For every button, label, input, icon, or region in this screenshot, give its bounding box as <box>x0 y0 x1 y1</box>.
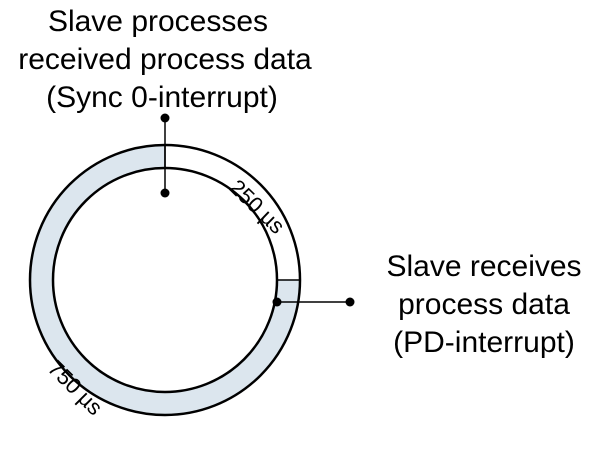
dot-sync-inner <box>160 188 170 198</box>
pd-label-line-3: (PD-interrupt) <box>393 326 575 359</box>
ring-segment-250us <box>165 145 300 280</box>
dot-pd-outer <box>345 297 355 307</box>
sync-label-line-2: received process data <box>18 43 312 76</box>
sync-label-line-1: Slave processes <box>48 5 268 38</box>
sync-label-line-3: (Sync 0-interrupt) <box>46 81 278 114</box>
pd-label-line-2: process data <box>398 288 570 321</box>
dot-pd-inner <box>272 297 282 307</box>
dot-sync-outer <box>160 113 170 123</box>
pd-label-line-1: Slave receives <box>386 250 581 283</box>
